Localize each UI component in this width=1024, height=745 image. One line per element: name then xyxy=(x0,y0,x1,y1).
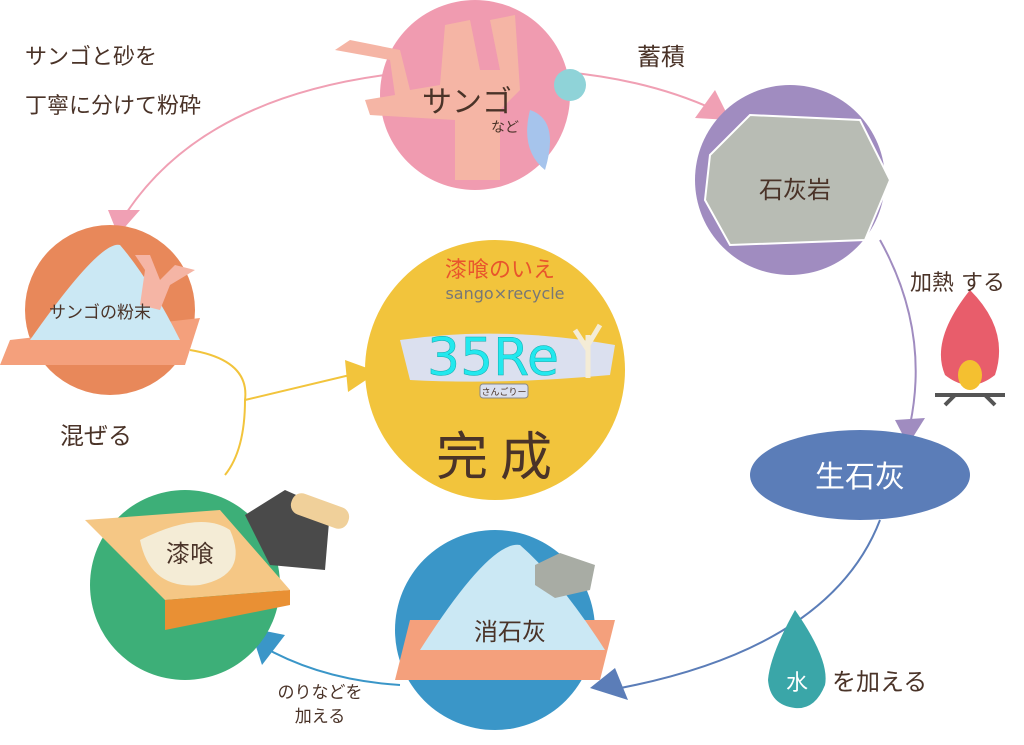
rock-icon xyxy=(703,113,892,247)
separate-label-2: 丁寧に分けて粉砕 xyxy=(25,94,201,119)
arrow-coral-to-limestone xyxy=(564,71,716,111)
scallop-icon xyxy=(554,69,586,101)
mix-label: 混ぜる xyxy=(60,422,132,450)
quicklime-label: 生石灰 xyxy=(815,460,905,495)
coral-sub-label: など xyxy=(491,120,519,136)
heat-label: 加熱 する xyxy=(910,271,1005,296)
limestone-label: 石灰岩 xyxy=(759,176,831,204)
step-plaster: 漆喰 xyxy=(85,490,350,680)
logo-text: 35Re xyxy=(427,328,559,388)
step-slaked-lime: 消石灰 xyxy=(395,530,615,730)
coral-icon xyxy=(135,255,195,310)
arrow-coral-to-powder xyxy=(124,74,386,216)
logo-reading: さんごりー xyxy=(481,386,526,398)
step-coral: サンゴ など xyxy=(335,0,586,190)
accumulate-label: 蓄積 xyxy=(637,43,685,71)
step-coral-powder: サンゴの粉末 xyxy=(0,225,200,395)
coral-powder-label: サンゴの粉末 xyxy=(49,302,151,323)
water-label: 水 xyxy=(786,671,808,696)
coral-label: サンゴ xyxy=(422,85,512,120)
add-glue-label-1: のりなどを xyxy=(278,683,363,703)
separate-label-1: サンゴと砂を xyxy=(25,45,157,70)
arrow-mix xyxy=(189,349,351,476)
add-glue-label-2: 加える xyxy=(295,707,346,727)
step-quicklime: 生石灰 xyxy=(750,430,970,520)
shell-icon xyxy=(527,110,550,170)
arrow-limestone-to-quicklime xyxy=(879,239,917,426)
water-drop-icon xyxy=(768,610,826,709)
coral-icon xyxy=(335,15,520,180)
fire-icon xyxy=(935,290,1005,407)
step-limestone: 石灰岩 xyxy=(695,85,892,275)
add-water-label: を加える xyxy=(832,668,927,696)
done-label: 完成 xyxy=(436,428,564,488)
slaked-lime-label: 消石灰 xyxy=(474,618,546,646)
rock-icon xyxy=(535,553,595,598)
arrow-slaked-to-plaster xyxy=(259,644,401,686)
brand-name: 漆喰のいえ xyxy=(445,258,555,283)
arrow-quicklime-to-slaked xyxy=(609,519,881,691)
coral-icon xyxy=(572,323,603,378)
plaster-label: 漆喰 xyxy=(166,540,214,568)
tagline: sango×recycle xyxy=(445,284,564,303)
result-circle: 漆喰のいえ sango×recycle 35Re さんごりー 完成 xyxy=(365,240,625,500)
